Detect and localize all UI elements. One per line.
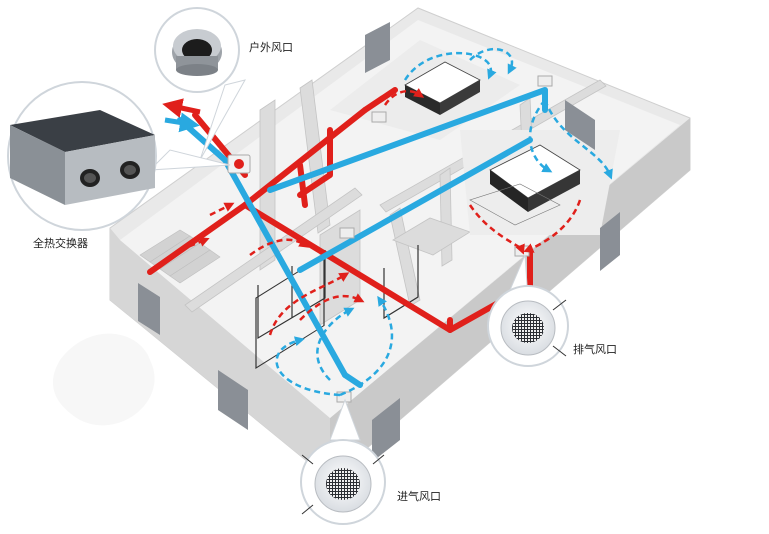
outdoor-vent-label: 户外风口 [249, 41, 293, 54]
fresh-airflow [275, 47, 613, 397]
front-wall-left [110, 228, 330, 480]
decor-shape [52, 333, 155, 426]
callout-supply-vent [300, 398, 386, 525]
exhaust-airflow [179, 88, 582, 336]
exhaust-vent-label: 排气风口 [573, 343, 617, 356]
callout-heat-exchanger [7, 81, 231, 231]
callout-exhaust-vent [487, 254, 569, 367]
supply-vent-icon [301, 454, 385, 515]
house-floorplan [52, 7, 691, 481]
callout-outdoor-vent [154, 7, 247, 161]
supply-vent-label: 进气风口 [397, 490, 441, 503]
heat-exchanger-label: 全热交换器 [33, 237, 88, 250]
outdoor-vent-icon [172, 29, 222, 76]
airflow-arrows [179, 47, 613, 397]
exhaust-vent-icon [500, 299, 567, 357]
outdoor-intake-arrow [164, 112, 200, 133]
bed-right-room [469, 144, 581, 226]
heat-exchanger-icon [10, 110, 155, 205]
outdoor-exhaust-arrow [162, 98, 201, 118]
